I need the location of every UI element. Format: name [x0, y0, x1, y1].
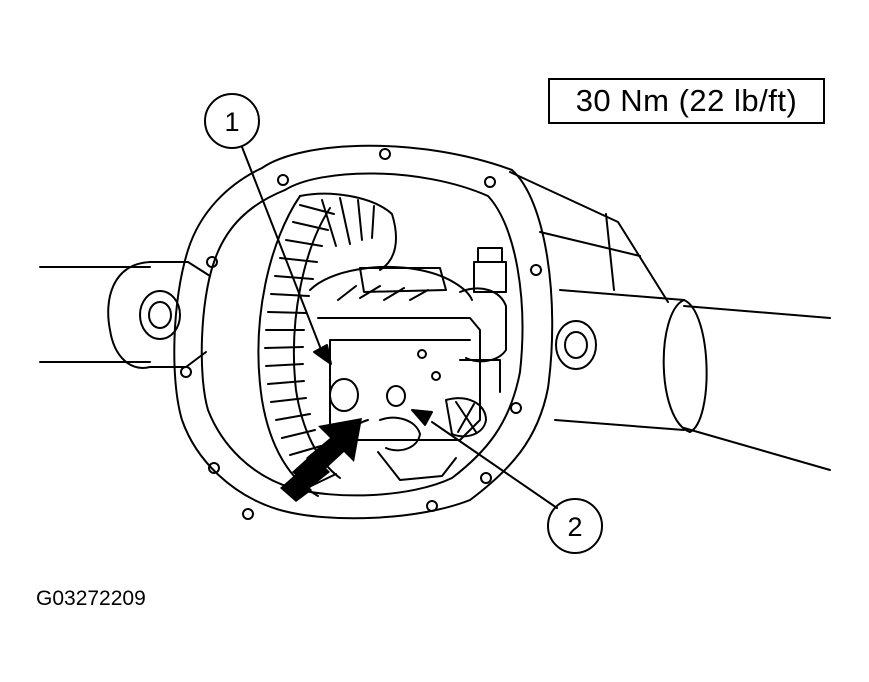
torque-spec-label: 30 Nm (22 lb/ft): [548, 78, 825, 124]
right-axle-tube: [509, 171, 831, 471]
figure-id: G03272209: [36, 587, 146, 610]
callout-2-number: 2: [567, 512, 582, 542]
callout-1-number: 1: [224, 107, 239, 137]
callout-2-arrowhead: [411, 409, 433, 426]
differential-carrier: [309, 247, 507, 481]
direction-arrow: [280, 418, 362, 502]
housing-flange: [173, 144, 554, 520]
fill-hole-1-target: [329, 378, 359, 412]
callout-2: 2: [411, 409, 603, 554]
callout-1: 1: [204, 93, 332, 365]
callout-1-arrowhead: [313, 344, 332, 365]
left-axle-tube: [39, 261, 211, 369]
bolt-2-target: [386, 385, 406, 407]
